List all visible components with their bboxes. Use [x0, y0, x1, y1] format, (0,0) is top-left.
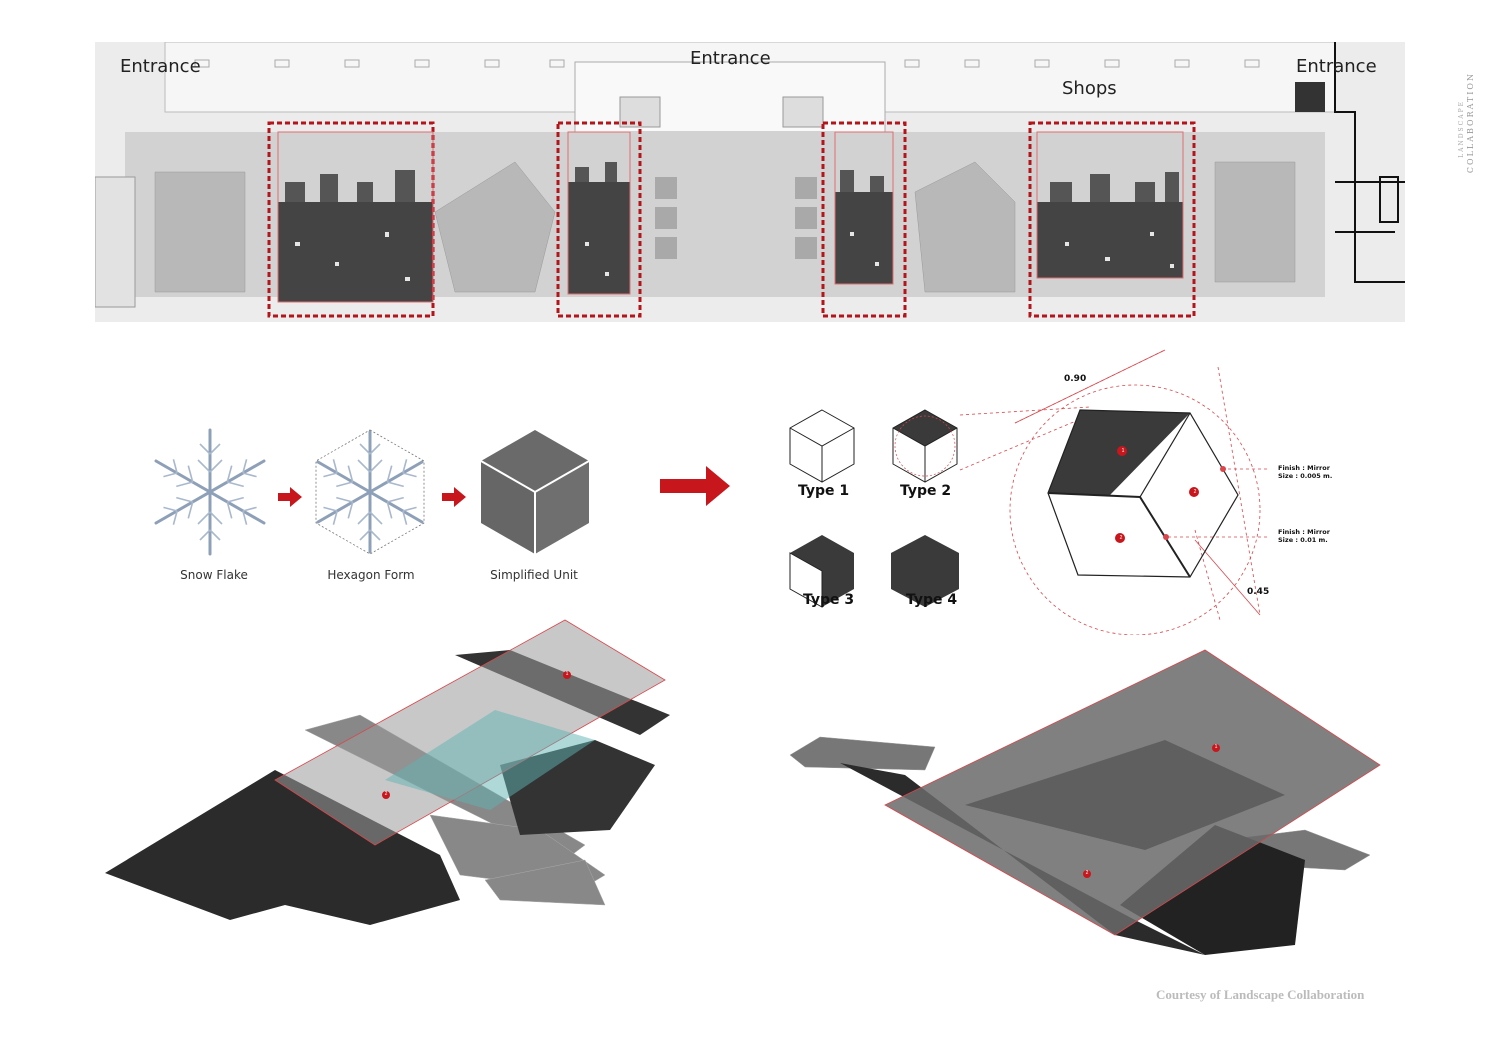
axo-right-marker-2: 2 — [1085, 870, 1089, 876]
arrow-icon — [278, 487, 302, 507]
snowflake-icon — [150, 425, 270, 560]
brand-landscape: LANDSCAPE — [1458, 100, 1465, 158]
axonometric-left — [100, 615, 700, 935]
caption-snow-flake: Snow Flake — [180, 568, 248, 582]
detail-marker-1: 1 — [1121, 448, 1125, 454]
brand-collaboration: COLLABORATION — [1466, 72, 1475, 174]
type2-shape — [885, 408, 965, 484]
axo-left-marker-2: 2 — [384, 791, 388, 797]
type3-label: Type 3 — [803, 592, 855, 608]
axo-right-marker-1: 1 — [1214, 744, 1218, 750]
caption-simplified-unit: Simplified Unit — [490, 568, 578, 582]
note-finish-2: Finish : Mirror Size : 0.01 m. — [1278, 528, 1330, 544]
type4-label: Type 4 — [906, 592, 958, 608]
dimension-bottom: 0.45 — [1247, 587, 1270, 597]
note-finish-1: Finish : Mirror Size : 0.005 m. — [1278, 464, 1333, 480]
label-entrance-center: Entrance — [690, 48, 771, 69]
type1-shape — [782, 408, 862, 484]
axo-left-marker-1: 1 — [565, 671, 569, 677]
cube-icon — [475, 425, 595, 560]
type3-shape — [782, 533, 862, 609]
big-arrow-icon — [660, 466, 730, 506]
detail-marker-2a: 2 — [1193, 489, 1197, 495]
type4-shape — [885, 533, 965, 609]
caption-hexagon-form: Hexagon Form — [327, 568, 415, 582]
label-entrance-right: Entrance — [1296, 56, 1377, 77]
type2-label: Type 2 — [900, 483, 952, 499]
label-shops: Shops — [1062, 78, 1117, 99]
arrow-icon — [442, 487, 466, 507]
unit-detail-drawing — [940, 345, 1340, 635]
dimension-top: 0.90 — [1064, 374, 1087, 384]
label-entrance-left: Entrance — [120, 56, 201, 77]
type1-label: Type 1 — [798, 483, 850, 499]
hexagon-snowflake-icon — [310, 425, 430, 560]
axonometric-right — [785, 645, 1385, 965]
detail-marker-2b: 2 — [1119, 535, 1123, 541]
credit-text: Courtesy of Landscape Collaboration — [1156, 987, 1365, 1002]
site-plan — [95, 42, 1405, 322]
